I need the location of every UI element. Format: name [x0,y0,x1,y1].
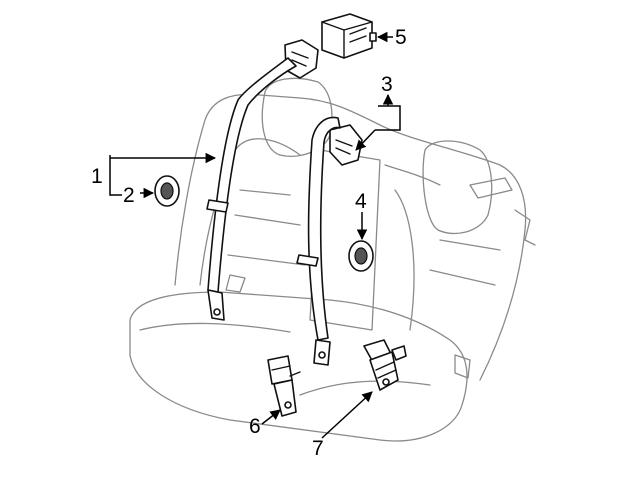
buckle-left [267,355,301,417]
seat-belt-assembly-center [296,116,363,366]
callout-4: 4 [355,190,367,213]
buckle-center [363,339,407,391]
callout-3: 3 [381,73,393,96]
callout-7: 7 [312,437,324,460]
callout-5: 5 [395,26,407,49]
callout-numbers: 1 2 3 4 5 6 7 [91,26,407,460]
retractor-cover [321,13,377,59]
trim-cap-center [348,240,374,272]
seat-belt-assembly-left [206,39,319,321]
callout-2: 2 [123,184,135,207]
callout-6: 6 [249,415,261,438]
leader-lines [109,31,401,439]
callout-1: 1 [91,165,103,188]
trim-cap-left [154,175,180,207]
